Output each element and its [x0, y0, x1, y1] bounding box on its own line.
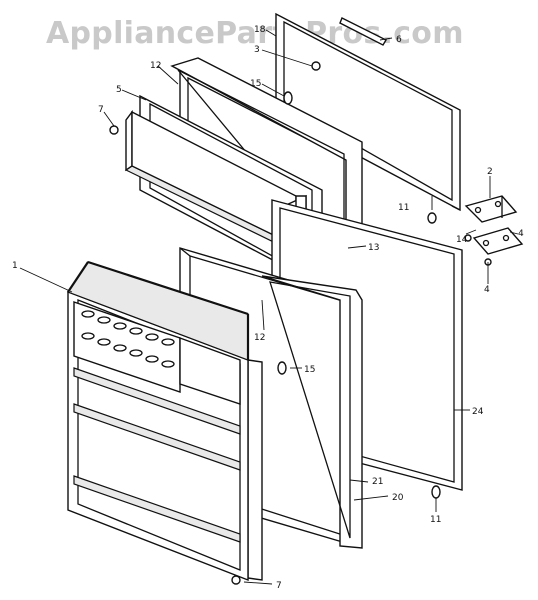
- callout-3: 3: [254, 45, 260, 55]
- callout-4a: 4: [518, 229, 524, 239]
- upper-hinge: [464, 195, 518, 223]
- fresh-food-door-inner-trim: [247, 359, 263, 581]
- egg-tray: [73, 301, 181, 393]
- center-hinge: [472, 227, 524, 255]
- callout-7a: 7: [98, 105, 104, 115]
- fresh-food-gasket: [261, 275, 363, 549]
- callout-13: 13: [368, 243, 379, 253]
- leader-lines: [19, 29, 519, 585]
- callout-15b: 15: [304, 365, 315, 375]
- callout-21: 21: [372, 477, 383, 487]
- freezer-door-outer-panel: [275, 12, 461, 212]
- callout-12a: 12: [150, 61, 161, 71]
- callout-24: 24: [472, 407, 484, 417]
- callout-5: 5: [116, 85, 122, 95]
- freezer-handle: [339, 17, 387, 46]
- callout-18: 18: [254, 25, 266, 35]
- callout-11b: 11: [430, 515, 441, 525]
- callout-1: 1: [12, 261, 18, 271]
- callout-15a: 15: [250, 79, 261, 89]
- hardware-parts: [109, 61, 492, 585]
- callout-4b: 4: [484, 285, 490, 295]
- fresh-food-door-shelves: [73, 336, 241, 543]
- callout-14: 14: [456, 235, 468, 245]
- callout-12b: 12: [254, 333, 265, 343]
- callout-2: 2: [487, 167, 493, 177]
- callout-11a: 11: [398, 203, 409, 213]
- callout-20: 20: [392, 493, 404, 503]
- watermark-text: AppliancePartsPros.com: [46, 16, 464, 51]
- callout-6: 6: [396, 35, 402, 45]
- callout-7b: 7: [276, 581, 282, 591]
